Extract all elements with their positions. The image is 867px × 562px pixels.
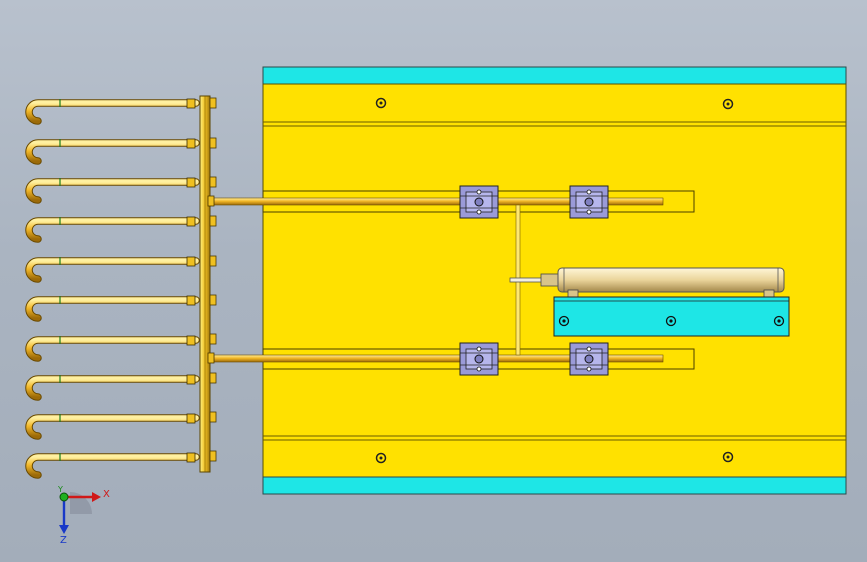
- clamp-block[interactable]: [569, 342, 609, 376]
- hooked-pipe[interactable]: [25, 138, 200, 165]
- hooked-pipe[interactable]: [25, 216, 200, 243]
- bolt-hole[interactable]: [722, 451, 734, 463]
- y-axis-label: Y: [57, 485, 63, 494]
- mount-screw: [773, 315, 785, 327]
- bolt-hole[interactable]: [722, 98, 734, 110]
- bolt-hole[interactable]: [375, 97, 387, 109]
- x-axis-label: X: [103, 489, 110, 500]
- clamp-block[interactable]: [459, 185, 499, 219]
- cylinder-mount-plate[interactable]: [553, 296, 790, 337]
- mount-screw: [665, 315, 677, 327]
- mount-screw: [558, 315, 570, 327]
- clamp-block[interactable]: [569, 185, 609, 219]
- origin-icon: [59, 492, 69, 502]
- hooked-pipe[interactable]: [25, 98, 200, 125]
- hooked-pipe[interactable]: [25, 295, 200, 322]
- mold-plate-assembly[interactable]: [213, 66, 847, 495]
- hooked-pipe[interactable]: [25, 413, 200, 440]
- clamp-block[interactable]: [459, 342, 499, 376]
- hooked-pipe[interactable]: [25, 177, 200, 204]
- z-axis-label: Z: [60, 535, 67, 546]
- hooked-pipe[interactable]: [25, 374, 200, 401]
- cyan-strip-bottom: [262, 476, 847, 495]
- coordinate-triad[interactable]: X Y Z: [57, 485, 110, 546]
- hooked-pipe[interactable]: [25, 256, 200, 283]
- pneumatic-cylinder[interactable]: [509, 267, 785, 298]
- rail-fittings: [207, 97, 217, 462]
- hooked-pipe[interactable]: [25, 452, 200, 479]
- pipe-manifold-assembly[interactable]: [25, 95, 217, 479]
- plate-seams: [263, 121, 846, 441]
- bolt-hole[interactable]: [375, 452, 387, 464]
- cylinder-barrel: [557, 267, 785, 293]
- cyan-strip-top: [262, 66, 847, 85]
- hooked-pipe[interactable]: [25, 335, 200, 362]
- cylinder-piston-rod: [509, 277, 545, 283]
